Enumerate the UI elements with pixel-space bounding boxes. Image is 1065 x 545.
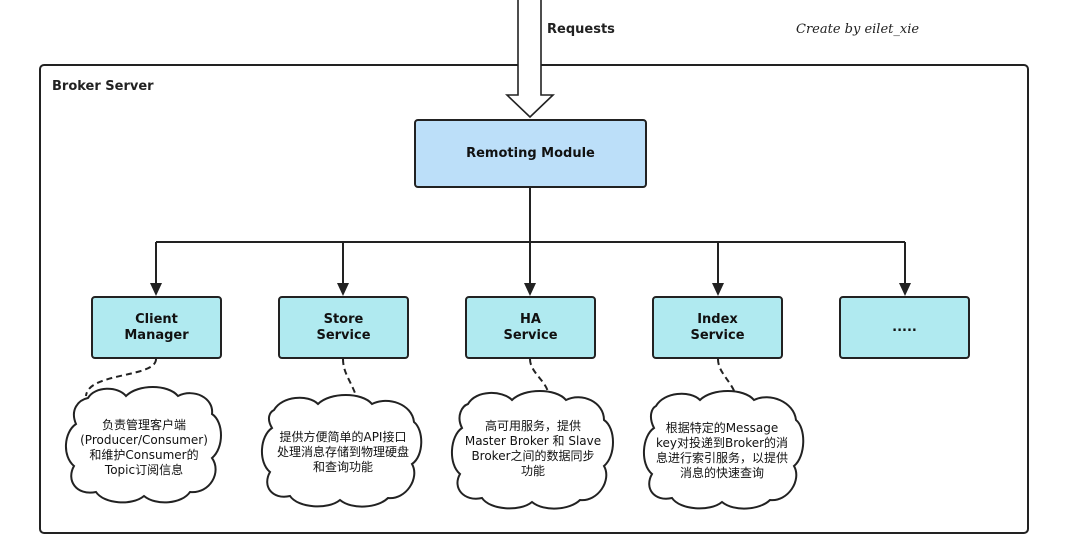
- more-services-label: .....: [892, 319, 917, 335]
- note-line: Master Broker 和 Slave: [464, 434, 602, 448]
- note-line: 负责管理客户端: [101, 418, 186, 432]
- store-service-label-1: Store: [323, 311, 364, 327]
- note-line: 功能: [520, 464, 545, 478]
- note-line: (Producer/Consumer): [80, 433, 208, 447]
- store-service-label-2: Service: [316, 327, 371, 343]
- connector-arrowheads: [150, 283, 911, 296]
- store-service-box: Store Service: [278, 296, 409, 359]
- ha-service-note: 高可用服务，提供 Master Broker 和 Slave Broker之间的…: [456, 402, 610, 496]
- cloud-store-service: [261, 394, 423, 508]
- remoting-module-label: Remoting Module: [466, 145, 595, 161]
- index-service-note: 根据特定的Message key对投递到Broker的消 息进行索引服务，以提供…: [642, 404, 802, 498]
- note-line: Broker之间的数据同步: [471, 449, 595, 463]
- index-service-box: Index Service: [652, 296, 783, 359]
- store-service-note: 提供方便简单的API接口 处理消息存储到物理硬盘 和查询功能: [262, 408, 424, 496]
- ha-service-box: HA Service: [465, 296, 596, 359]
- container-title: Broker Server: [52, 79, 154, 94]
- note-line: 息进行索引服务，以提供: [655, 451, 788, 465]
- cloud-index-service: [643, 390, 805, 510]
- note-line: 和查询功能: [312, 459, 373, 474]
- dashed-links: [85, 358, 736, 397]
- author-credit: Create by eilet_xie: [796, 22, 920, 37]
- remoting-module-box: Remoting Module: [414, 119, 647, 188]
- ha-service-label-2: Service: [503, 327, 558, 343]
- index-service-label-1: Index: [697, 311, 738, 327]
- note-line: 提供方便简单的API接口: [279, 429, 407, 444]
- requests-arrow: [505, 0, 555, 119]
- client-manager-box: Client Manager: [91, 296, 222, 359]
- more-services-box: .....: [839, 296, 970, 359]
- client-manager-note: 负责管理客户端 (Producer/Consumer) 和维护Consumer的…: [68, 400, 220, 496]
- cloud-ha-service: [451, 390, 614, 510]
- note-line: key对投递到Broker的消: [655, 436, 789, 450]
- client-manager-label-1: Client: [135, 311, 178, 327]
- client-manager-label-2: Manager: [124, 327, 189, 343]
- requests-label: Requests: [547, 22, 615, 37]
- index-service-label-2: Service: [690, 327, 745, 343]
- connector-lines: [155, 188, 906, 287]
- note-line: Topic订阅信息: [104, 463, 184, 477]
- note-line: 高可用服务，提供: [484, 419, 581, 433]
- cloud-client-manager: [65, 386, 222, 504]
- note-line: 和维护Consumer的: [89, 448, 199, 462]
- note-line: 消息的快速查询: [679, 466, 764, 480]
- ha-service-label-1: HA: [520, 311, 541, 327]
- note-line: 处理消息存储到物理硬盘: [276, 444, 409, 459]
- note-line: 根据特定的Message: [665, 421, 779, 435]
